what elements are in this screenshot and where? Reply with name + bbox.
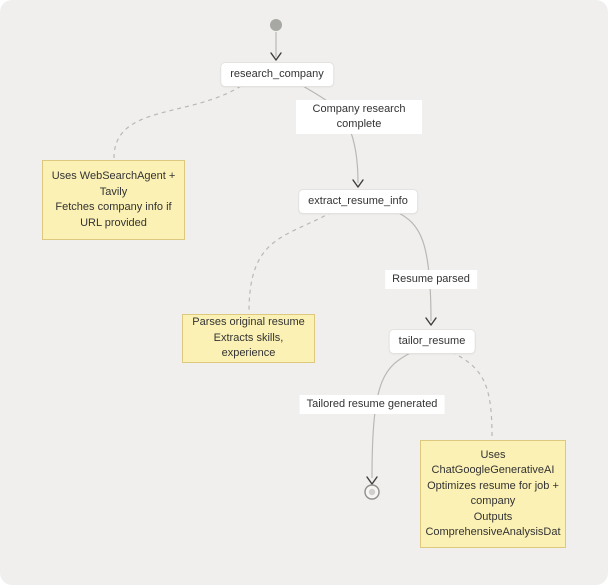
arrowhead-icon (425, 317, 437, 326)
node-research-company: research_company (220, 62, 334, 87)
edge-extract-to-tailor (396, 211, 432, 322)
edge-tailor-to-note (451, 351, 493, 437)
edge-research-to-note (113, 85, 242, 159)
edge-label-tailored-resume-generated: Tailored resume generated (299, 395, 445, 414)
arrowhead-icon (270, 52, 282, 61)
edge-label-resume-parsed: Resume parsed (385, 270, 477, 289)
start-node-icon (270, 19, 282, 31)
note-extract-resume-info: Parses original resume Extracts skills, … (182, 314, 315, 363)
arrowhead-icon (352, 179, 364, 188)
node-tailor-resume: tailor_resume (388, 329, 476, 354)
note-research-company: Uses WebSearchAgent + Tavily Fetches com… (42, 160, 185, 240)
node-extract-resume-info: extract_resume_info (298, 189, 418, 214)
edge-label-company-research-complete: Company research complete (296, 100, 422, 134)
note-tailor-resume: Uses ChatGoogleGenerativeAI Optimizes re… (420, 440, 566, 548)
edge-tailor-to-end (371, 351, 413, 479)
arrowhead-icon (366, 476, 378, 485)
end-node-icon (364, 484, 380, 500)
edge-extract-to-note (248, 211, 333, 313)
